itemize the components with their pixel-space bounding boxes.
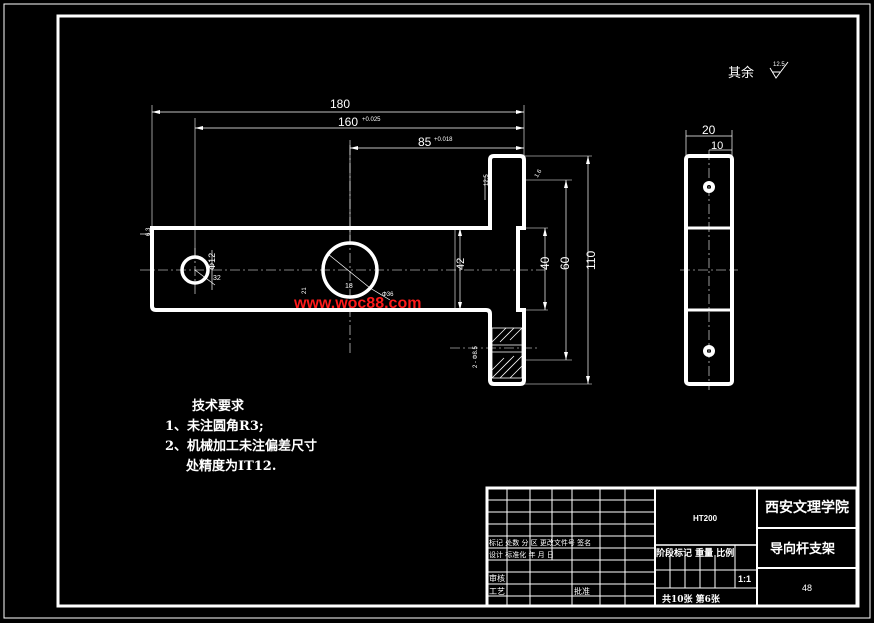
center-lines xyxy=(140,145,545,355)
row-header-2: 设计 标准化 年 月 日 xyxy=(489,550,554,559)
title-block-text: 西安文理学院 导向杆支架 48 HT200 1:1 共10张 第6张 阶段标记 … xyxy=(489,499,849,605)
sheet-count: 共10张 第6张 xyxy=(662,593,721,605)
dim-hole-to-hole: 160 xyxy=(338,115,358,129)
extension-lines xyxy=(151,105,592,385)
left-label-approve: 批准 xyxy=(574,586,590,596)
dim-chamfer: 1.6 xyxy=(534,168,544,179)
scale: 1:1 xyxy=(738,574,751,584)
dim-small-hole-dia: Φ12 xyxy=(207,253,217,270)
dim-left-21: 21 xyxy=(302,287,308,294)
drawing-frame xyxy=(56,14,860,608)
dim-center-to-face: 85 xyxy=(418,135,432,149)
dim-height-42: 42 xyxy=(455,258,467,270)
tech-req-item-3: 处精度为IT12. xyxy=(185,458,276,474)
dim-height-110: 110 xyxy=(584,251,598,270)
dim-center-to-face-tol: +0.018 xyxy=(434,137,453,143)
dim-slot-label: 2 - Φ8.5 xyxy=(473,346,479,368)
dim-big-hole-r: 18 xyxy=(345,283,353,290)
dimension-arrows xyxy=(152,110,590,384)
dim-small-hole-r: 32 xyxy=(213,275,221,282)
dim-big-hole-dia: Φ36 xyxy=(382,292,394,298)
part-outline xyxy=(150,154,526,386)
dim-height-60: 60 xyxy=(558,256,572,270)
left-label-process: 工艺 xyxy=(489,587,505,596)
dim-top-finish: 12.5 xyxy=(484,174,490,186)
left-label-review: 审核 xyxy=(489,573,505,583)
tech-req-title: 技术要求 xyxy=(192,398,245,414)
roughness-symbol-icon xyxy=(769,61,789,79)
side-dim-20: 20 xyxy=(702,123,716,137)
technical-requirements: 技术要求 1、未注圆角R3; 2、机械加工未注偏差尺寸 处精度为IT12. xyxy=(165,398,317,474)
stage-header: 阶段标记 重量 比例 xyxy=(656,547,734,559)
row-header-1: 标记 处数 分 区 更改文件号 签名 xyxy=(489,538,591,547)
dim-left-finish: 6.3 xyxy=(146,227,152,236)
dim-overall-length: 180 xyxy=(330,97,350,111)
dim-height-40: 40 xyxy=(538,256,552,270)
side-view: 20 10 xyxy=(680,123,738,390)
side-dim-10: 10 xyxy=(711,140,723,152)
school-name: 西安文理学院 xyxy=(765,499,849,516)
outer-border xyxy=(3,3,871,619)
finish-note-value: 12.5 xyxy=(773,62,785,68)
drawing-number: 48 xyxy=(802,583,812,593)
finish-note-label: 其余 xyxy=(728,65,754,81)
dim-hole-to-hole-tol: +0.025 xyxy=(362,117,381,123)
material: HT200 xyxy=(693,514,718,523)
part-name: 导向杆支架 xyxy=(770,541,835,557)
front-view: 180 160 +0.025 85 +0.018 110 60 40 42 Φ1… xyxy=(140,97,598,386)
tech-req-item-1: 1、未注圆角R3; xyxy=(165,418,264,434)
section-hatch xyxy=(491,327,523,379)
tech-req-item-2: 2、机械加工未注偏差尺寸 xyxy=(165,438,317,454)
title-block xyxy=(485,486,859,608)
dimension-lines xyxy=(140,111,589,384)
watermark: www.woc88.com xyxy=(293,295,421,312)
